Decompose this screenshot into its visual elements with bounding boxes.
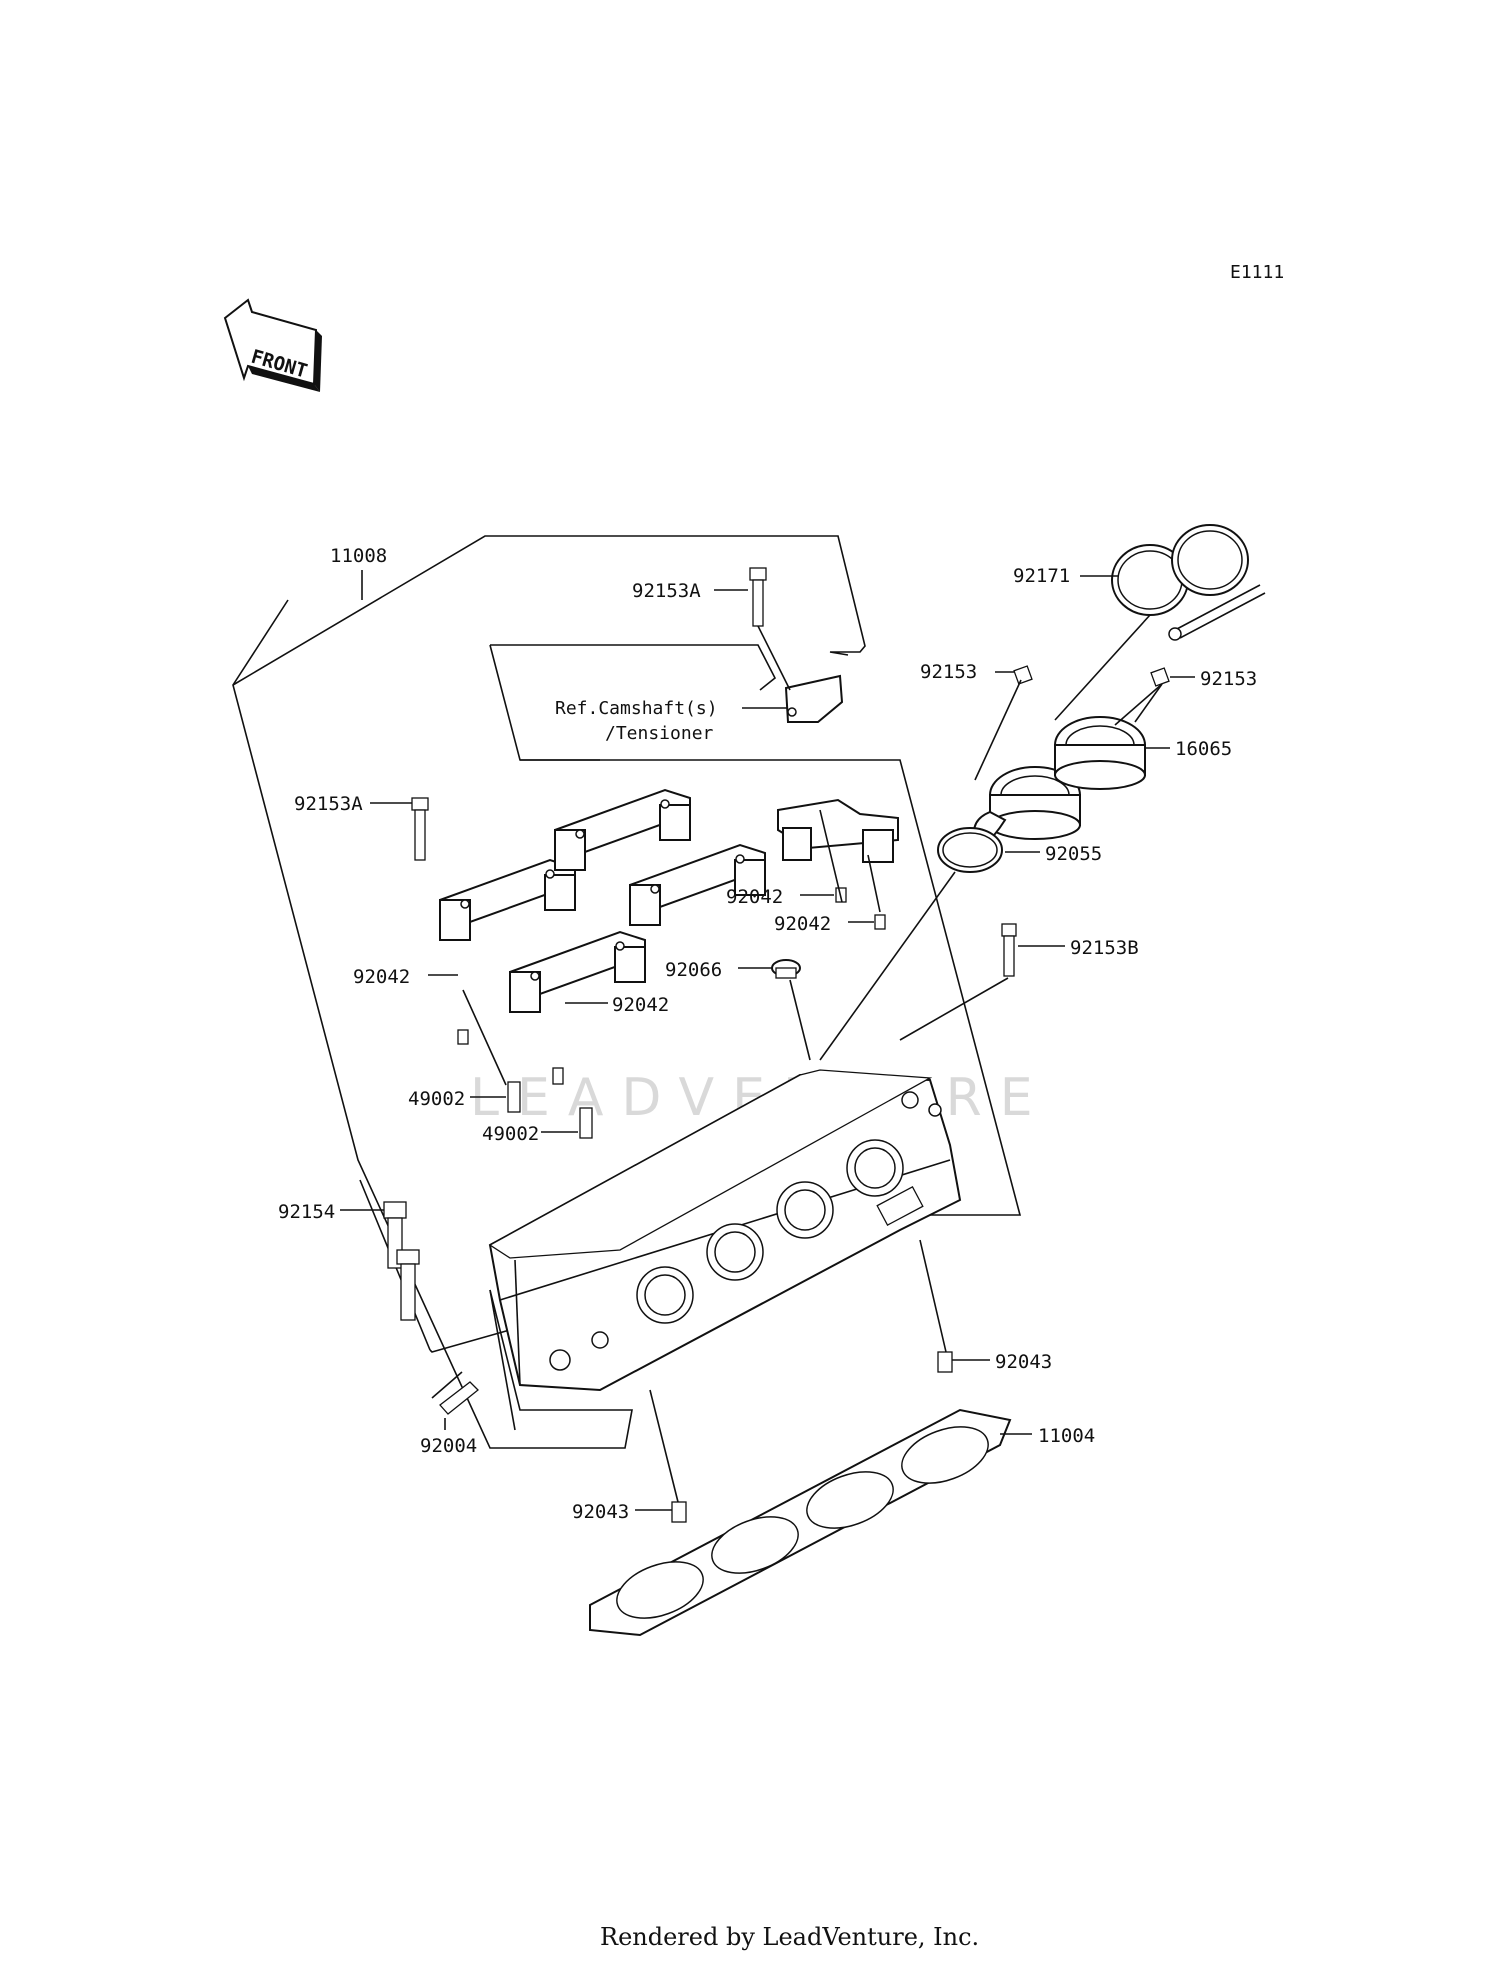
cylinder-head	[488, 1069, 962, 1392]
callout-92055: 92055	[1045, 843, 1102, 865]
footer-credit: Rendered by LeadVenture, Inc.	[600, 1923, 979, 1951]
ref-tensioner-label: /Tensioner	[605, 723, 714, 744]
callout-92153A-top: 92153A	[632, 580, 701, 602]
clamps-92171	[1111, 524, 1266, 641]
callout-92153-left: 92153	[920, 661, 977, 683]
head-gasket-11004	[589, 1408, 1012, 1637]
throttle-holder-16065	[973, 716, 1146, 852]
callout-92153A-left: 92153A	[294, 793, 363, 815]
callout-16065: 16065	[1175, 738, 1232, 760]
camshaft-caps	[439, 788, 899, 1013]
tensioner-bracket	[784, 674, 844, 723]
callout-49002-b: 49002	[482, 1123, 539, 1145]
callout-92153B: 92153B	[1070, 937, 1139, 959]
front-arrow-icon: FRONT	[223, 298, 322, 392]
callout-92171: 92171	[1013, 565, 1070, 587]
callout-92043-a: 92043	[995, 1351, 1052, 1373]
callout-92042-b: 92042	[612, 994, 669, 1016]
callout-49002-a: 49002	[408, 1088, 465, 1110]
callout-11004: 11004	[1038, 1425, 1095, 1447]
diagram-code: E1111	[1230, 262, 1284, 283]
callout-92154: 92154	[278, 1201, 335, 1223]
bolts-and-pins	[383, 567, 1170, 1523]
callout-11008: 11008	[330, 545, 387, 567]
leader-lines	[340, 570, 1195, 1511]
callout-92042-d: 92042	[774, 913, 831, 935]
ref-camshaft-label: Ref.Camshaft(s)	[555, 698, 718, 719]
callout-92004: 92004	[420, 1435, 477, 1457]
callout-92042-c: 92042	[726, 886, 783, 908]
callout-92043-b: 92043	[572, 1501, 629, 1523]
callout-92042-a: 92042	[353, 966, 410, 988]
callout-92066: 92066	[665, 959, 722, 981]
callout-92153-right: 92153	[1200, 668, 1257, 690]
camshaft-ref-bracket	[490, 644, 777, 691]
